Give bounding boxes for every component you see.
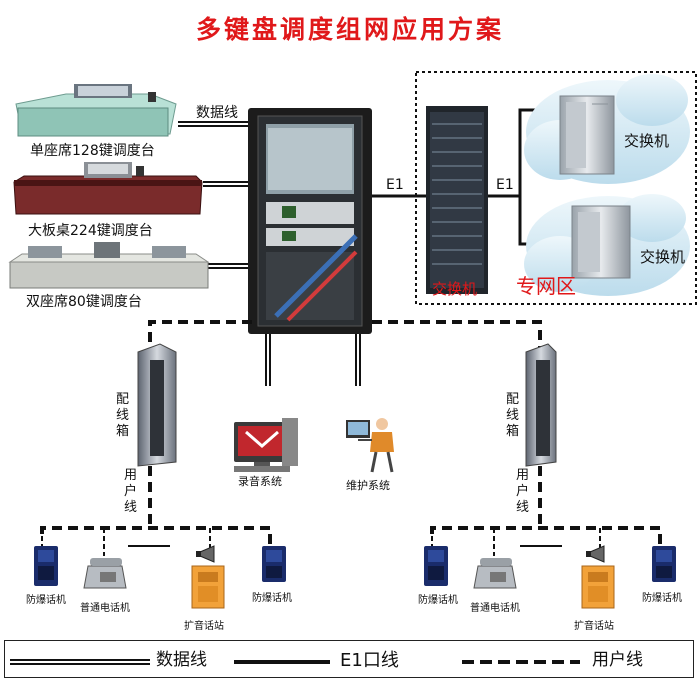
maintenance-system-label: 维护系统: [346, 479, 390, 492]
main-cabinet: [248, 108, 372, 334]
explosion-proof-phone-icon: [34, 546, 58, 586]
user-line-trunk-right: [372, 320, 542, 354]
user-line-bus-right: [430, 526, 662, 546]
pa-horn-icon: [196, 545, 215, 563]
cloud-switch-top: [524, 74, 690, 184]
switch-main-label: 交换机: [432, 280, 478, 298]
distribution-box-left: [137, 343, 177, 467]
recording-system-label: 录音系统: [238, 475, 282, 488]
desk-phone-icon: [473, 558, 517, 589]
explosion-proof-phone-icon: [262, 546, 286, 582]
e1-label-right: E1: [496, 177, 514, 193]
phone-left-4-label: 防爆话机: [252, 593, 292, 604]
console-single-seat-label: 单座席128键调度台: [30, 143, 155, 159]
phone-left-1-label: 防爆话机: [26, 595, 66, 606]
user-line-trunk-left: [148, 320, 252, 354]
phone-right-2-label: 普通电话机: [470, 603, 520, 614]
user-line-right-label: 用户线: [516, 468, 530, 515]
phone-right-1-label: 防爆话机: [418, 595, 458, 606]
operator-icon: [346, 418, 394, 473]
legend-user-line-label: 用户线: [592, 650, 643, 670]
cloud-switch-bottom: [524, 194, 690, 296]
private-zone-border: [415, 71, 697, 305]
desk-phone-icon: [83, 558, 127, 589]
monitor-icon: [234, 418, 298, 472]
phone-right-4-label: 防爆话机: [642, 593, 682, 604]
pa-station-icon: [191, 565, 225, 609]
distribution-box-left-label: 配线箱: [116, 392, 130, 439]
explosion-proof-phone-icon: [424, 546, 448, 586]
distribution-box-right: [525, 343, 557, 467]
phone-left-3-label: 扩音话站: [184, 621, 224, 632]
pa-horn-icon: [586, 545, 605, 563]
legend-data-line-label: 数据线: [156, 650, 207, 670]
explosion-proof-phone-icon: [652, 546, 676, 582]
pa-station-icon: [581, 565, 615, 609]
phone-left-2-label: 普通电话机: [80, 603, 130, 614]
switch-rack: [426, 106, 488, 294]
switch-bottom-label: 交换机: [640, 248, 686, 266]
user-line-left-label: 用户线: [124, 468, 138, 515]
user-line-bus-left: [40, 526, 272, 546]
console-dual-seat-label: 双座席80键调度台: [26, 294, 142, 310]
e1-label-left: E1: [386, 177, 404, 193]
console-dual-seat-80: [8, 242, 210, 289]
legend-e1-line-label: E1口线: [340, 650, 399, 671]
console-single-seat-128: [15, 84, 177, 137]
legend: [4, 640, 694, 678]
page-title: 多键盘调度组网应用方案: [195, 15, 504, 44]
distribution-box-right-label: 配线箱: [506, 392, 520, 439]
switch-top-label: 交换机: [624, 132, 670, 150]
console-big-desk-label: 大板桌224键调度台: [28, 223, 153, 239]
private-zone-label: 专网区: [516, 274, 576, 298]
data-line-label: 数据线: [196, 105, 238, 121]
phone-right-3-label: 扩音话站: [574, 621, 614, 632]
console-big-desk-224: [13, 162, 203, 215]
